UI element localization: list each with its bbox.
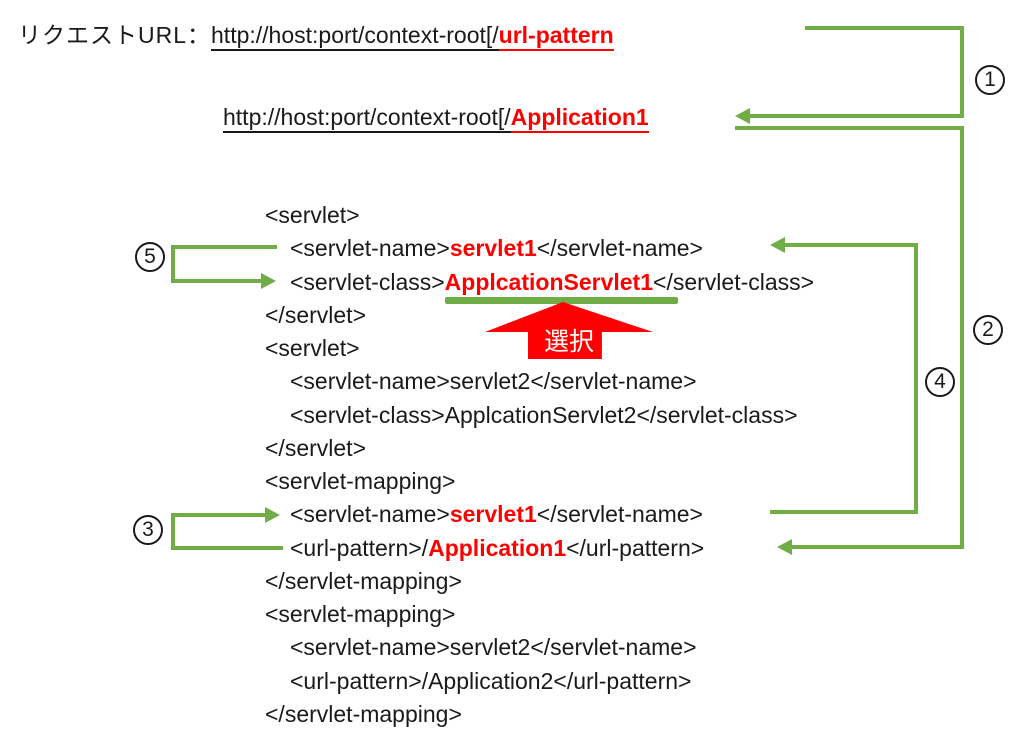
selection-label: 選択: [543, 328, 594, 356]
code-line: <servlet-mapping>: [265, 468, 456, 494]
arrow3-top-segment: [171, 513, 266, 517]
arrow5-head-icon: [261, 273, 276, 289]
code-line: </servlet>: [265, 301, 366, 328]
url-example-pattern: Application1: [510, 104, 649, 133]
arrow5-top-segment: [171, 245, 277, 249]
request-url-label: リクエストURL：: [18, 22, 212, 48]
arrow4-vertical-segment: [914, 243, 918, 514]
arrow2-bottom-segment: [790, 545, 964, 549]
arrow2-vertical-segment: [960, 126, 964, 549]
step-1-badge: 1: [975, 65, 1005, 95]
arrow5-vertical-segment: [171, 245, 175, 283]
arrow3-vertical-segment: [171, 513, 175, 550]
arrow4-top-segment: [783, 243, 918, 247]
arrow5-bottom-segment: [171, 279, 261, 283]
code-line: <url-pattern>/Application1</url-pattern>: [290, 534, 705, 561]
code-line: </servlet-mapping>: [265, 567, 462, 594]
code-highlight: servlet1: [449, 501, 537, 528]
code-line: </servlet-mapping>: [265, 700, 462, 727]
url-template-pattern: url-pattern: [498, 22, 614, 51]
arrow1-bottom-segment: [748, 114, 964, 118]
code-line: <servlet-name>servlet1</servlet-name>: [290, 501, 703, 528]
url-example-base: http://host:port/context-root[/: [223, 104, 511, 133]
arrow1-head-icon: [735, 108, 750, 124]
code-highlight: servlet1: [449, 235, 537, 262]
code-line: <servlet-class>ApplcationServlet2</servl…: [290, 401, 798, 428]
code-highlight: ApplcationServlet1: [444, 268, 654, 295]
example-url-line: http://host:port/context-root[/Applicati…: [223, 104, 649, 133]
arrow4-bottom-segment: [770, 510, 918, 514]
code-block: <servlet> <servlet-name>servlet1</servlet…: [265, 199, 814, 731]
arrow4-head-icon: [770, 237, 785, 253]
arrow2-head-icon: [777, 539, 792, 555]
code-line: <servlet-name>servlet2</servlet-name>: [290, 634, 697, 661]
code-line: </servlet>: [265, 434, 366, 461]
arrow3-head-icon: [265, 507, 280, 523]
code-line: <servlet>: [265, 335, 360, 361]
code-line: <servlet-mapping>: [265, 601, 456, 627]
request-url-line: リクエストURL：http://host:port/context-root[/…: [18, 16, 614, 51]
code-line: <servlet-class>ApplcationServlet1</servl…: [290, 268, 815, 295]
arrow3-bottom-segment: [171, 546, 283, 550]
step-2-badge: 2: [973, 315, 1003, 345]
arrow2-top-segment: [735, 126, 964, 130]
code-line: <url-pattern>/Application2</url-pattern>: [290, 667, 692, 694]
arrow1-vertical-segment: [960, 26, 964, 118]
arrow1-top-segment: [805, 26, 964, 30]
step-4-badge: 4: [925, 367, 955, 397]
url-template-base: http://host:port/context-root[/: [211, 22, 499, 51]
selected-class-underline: [445, 297, 678, 304]
code-highlight: Application1: [428, 534, 567, 561]
code-line: <servlet>: [265, 202, 360, 228]
code-line: <servlet-name>servlet2</servlet-name>: [290, 368, 697, 395]
step-5-badge: 5: [135, 242, 165, 272]
code-line: <servlet-name>servlet1</servlet-name>: [290, 235, 703, 262]
step-3-badge: 3: [133, 515, 163, 545]
